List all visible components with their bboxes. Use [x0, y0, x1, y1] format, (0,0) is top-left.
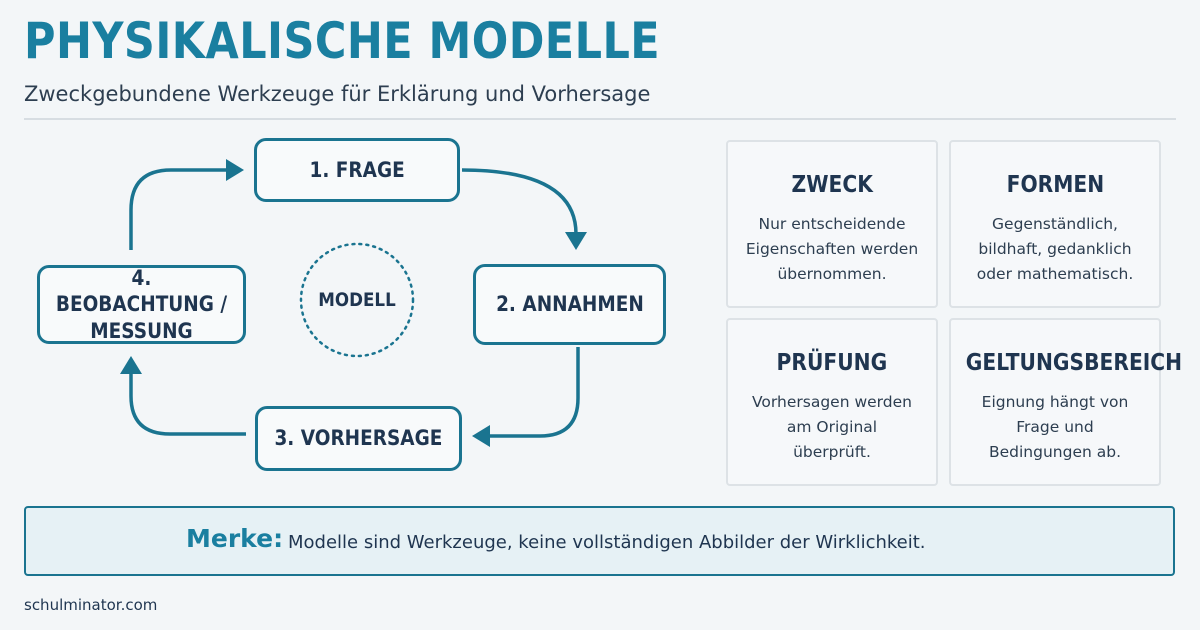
card-formen-text: Gegenständlich, bildhaft, gedanklich ode…	[976, 215, 1134, 283]
step-vorhersage: 3. VORHERSAGE	[255, 406, 462, 471]
cycle-arrows	[120, 159, 587, 447]
merke-text: Modelle sind Werkzeuge, keine vollständi…	[288, 532, 926, 553]
arrow-beobachtung-to-frage	[129, 168, 228, 250]
arrowhead-vorhersage	[472, 425, 490, 447]
page-subtitle: Zweckgebundene Werkzeuge für Erklärung u…	[24, 82, 651, 106]
arrow-frage-to-annahmen	[461, 168, 578, 235]
step-beobachtung-label: 4. BEOBACHTUNG / MESSUNG	[55, 266, 228, 343]
divider	[24, 118, 1176, 120]
card-geltungsbereich-text: Eignung hängt von Frage und Bedingungen …	[981, 393, 1129, 461]
arrow-vorhersage-to-beobachtung	[129, 372, 246, 436]
card-zweck: ZWECK Nur entscheidende Eigenschaften we…	[726, 140, 938, 308]
card-geltungsbereich: GELTUNGSBEREICH Eignung hängt von Frage …	[949, 318, 1182, 486]
card-pruefung: PRÜFUNG Vorhersagen werden am Original ü…	[726, 318, 938, 486]
arrowhead-beobachtung	[120, 356, 142, 374]
card-zweck-text: Nur entscheidende Eigenschaften werden ü…	[745, 215, 919, 283]
step-frage-label: 1. FRAGE	[309, 157, 405, 182]
card-pruefung-title: PRÜFUNG	[776, 350, 888, 376]
step-annahmen-label: 2. ANNAHMEN	[495, 292, 644, 317]
model-circle	[299, 242, 415, 358]
step-annahmen: 2. ANNAHMEN	[473, 264, 666, 345]
page-title: PHYSIKALISCHE MODELLE	[24, 12, 661, 70]
card-formen-title: FORMEN	[1006, 172, 1104, 198]
step-vorhersage-label: 3. VORHERSAGE	[274, 426, 443, 451]
step-frage: 1. FRAGE	[254, 138, 460, 202]
card-pruefung-text: Vorhersagen werden am Original überprüft…	[752, 393, 912, 461]
merke-label: Merke:	[186, 524, 284, 553]
step-beobachtung: 4. BEOBACHTUNG / MESSUNG	[37, 265, 246, 344]
card-geltungsbereich-title: GELTUNGSBEREICH	[965, 350, 1183, 376]
model-center: MODELL	[300, 243, 414, 357]
footer-source: schulminator.com	[24, 596, 158, 614]
model-cycle-diagram: 1. FRAGE 2. ANNAHMEN 3. VORHERSAGE 4. BE…	[0, 0, 700, 500]
card-formen: FORMEN Gegenständlich, bildhaft, gedankl…	[949, 140, 1161, 308]
model-center-label: MODELL	[318, 289, 396, 311]
card-zweck-title: ZWECK	[791, 172, 873, 198]
arrowhead-annahmen	[565, 232, 587, 250]
arrow-annahmen-to-vorhersage	[488, 347, 580, 438]
arrowhead-frage	[226, 159, 244, 181]
merke-box: Merke: Modelle sind Werkzeuge, keine vol…	[24, 506, 1175, 576]
